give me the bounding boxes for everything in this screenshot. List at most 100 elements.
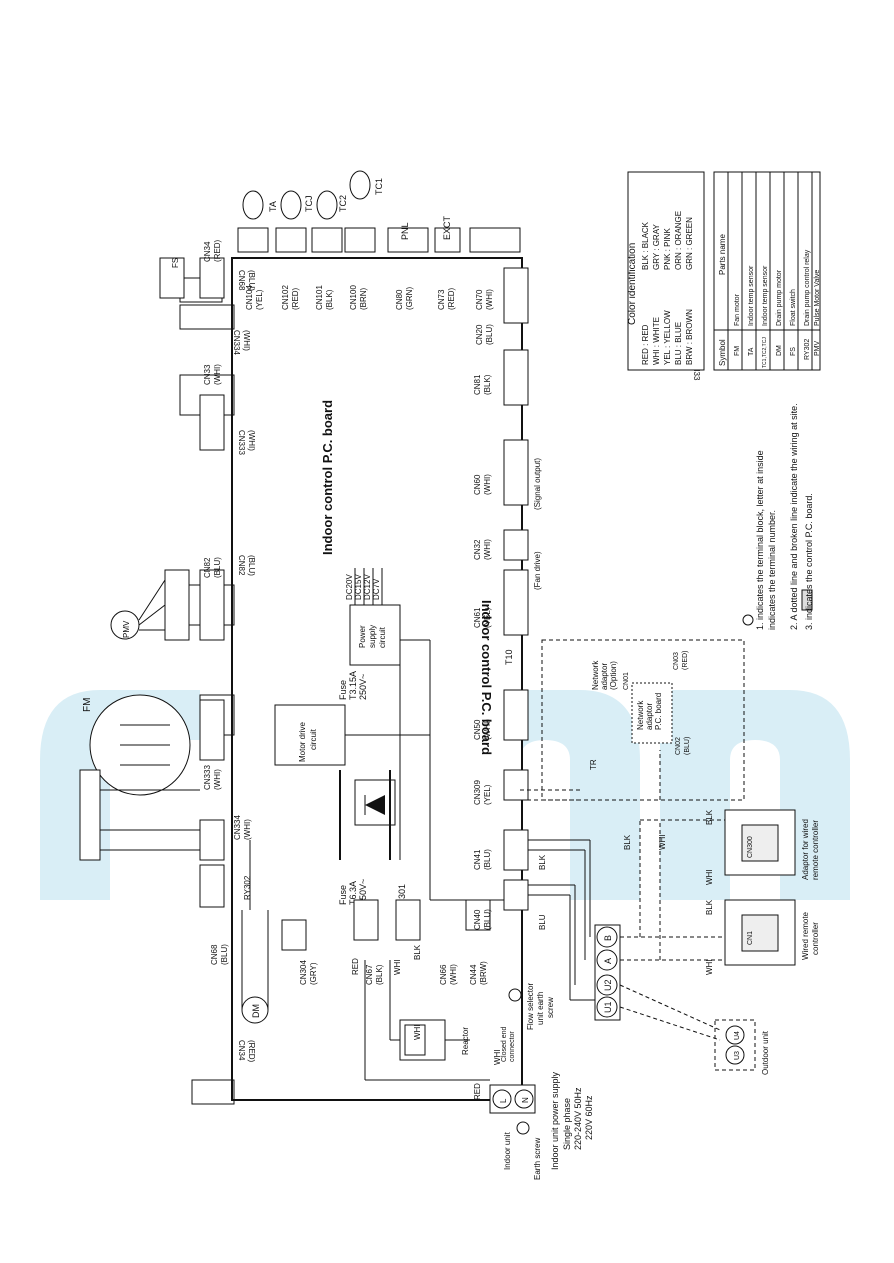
tb-n: N (521, 1097, 530, 1103)
note-1: 1. indicates the terminal block, letter … (755, 450, 765, 630)
cn44-clr: (BRW) (479, 961, 488, 985)
power-terminal (489, 1084, 536, 1114)
cn50-clr: (WHI) (483, 719, 492, 740)
network-pcb-1: Network (636, 700, 645, 730)
cn82-clr: (BLU) (213, 557, 222, 578)
ry302-label: RY302 (243, 875, 252, 900)
parts-sym-0: FM (734, 346, 741, 356)
cn01-label: CN01 (623, 672, 630, 690)
fm-label: FM (82, 698, 93, 712)
fan-motor (79, 694, 191, 861)
color-left-1: WHI : WHITE (652, 317, 661, 365)
cn33-label: CN33 (692, 360, 701, 381)
board-title: Indoor control P.C. board (479, 600, 494, 755)
cn70-name: CN70 (475, 289, 484, 310)
fuse2-voltage: 250V~ (358, 674, 368, 700)
whi-label-3: WHI (705, 869, 714, 885)
motor-drive-label: Motor drive (298, 721, 307, 762)
cn309-clr: (YEL) (483, 784, 492, 805)
tc2-label: TC2 (338, 195, 348, 212)
dc12v: DC12V (363, 574, 372, 600)
cn34-label: CN34 (237, 1040, 246, 1061)
reactor-label: Reactor (461, 1027, 470, 1055)
cn102-clr: (RED) (291, 287, 300, 310)
cn82-color: (BLU) (247, 555, 256, 576)
network-label: Network (591, 660, 600, 690)
power-supply-3: 220-240V 50Hz (573, 1087, 583, 1150)
cn02-clr: (BLU) (684, 737, 691, 755)
cn34-color: (RED) (247, 1040, 256, 1063)
parts-sym-2: TC1,TC2,TCJ (762, 337, 768, 368)
color-identification-box (627, 171, 705, 371)
cn334-clr: (WHI) (243, 819, 252, 840)
cn68-name: CN68 (210, 944, 219, 965)
color-left-2: YEL : YELLOW (663, 310, 672, 365)
cn32-clr: (WHI) (483, 539, 492, 560)
cn68-clr: (BLU) (220, 944, 229, 965)
adaptor-rc-label: Adaptor for wired (801, 819, 810, 880)
red-label-2: RED (473, 1083, 482, 1100)
parts-name-2: Indoor temp sensor (762, 265, 769, 326)
cn304-clr: (GRY) (309, 962, 318, 985)
cn82-name: CN82 (203, 557, 212, 578)
connector-label: connector (509, 1031, 516, 1062)
parts-name-5: Drain pump control relay (804, 249, 811, 326)
parts-sym-3: DM (776, 345, 783, 356)
power-supply-box (349, 604, 401, 666)
fs-label: FS (171, 258, 180, 268)
cn81-name: CN81 (473, 374, 482, 395)
parts-header-name: Parts name (718, 234, 727, 275)
flow-earth-icon (508, 988, 522, 1002)
t10-label: T10 (504, 649, 514, 665)
cn334-label: CN334 (232, 330, 241, 355)
cn32-name: CN32 (473, 539, 482, 560)
color-right-1: GRY : GRAY (652, 224, 661, 270)
tc1-label: TC1 (374, 178, 384, 195)
terminal-block-main (594, 924, 621, 1021)
cn41-clr: (BLU) (483, 849, 492, 870)
cn73-name: CN73 (437, 289, 446, 310)
cn104-clr: (YEL) (255, 289, 264, 310)
tb-b: B (603, 935, 613, 941)
cn1-label: CN1 (747, 931, 754, 945)
tb-u2: U2 (603, 979, 613, 991)
exct-label: EXCT (442, 215, 452, 240)
cn334-name: CN334 (233, 815, 242, 840)
parts-name-0: Fan motor (734, 293, 741, 326)
network-adaptor-option (541, 639, 745, 801)
adaptor-label: adaptor (600, 663, 609, 690)
cn60-clr: (WHI) (483, 474, 492, 495)
parts-name-4: Float switch (790, 289, 797, 326)
fuse2-label: Fuse (338, 680, 348, 700)
color-id-title: Color identification (627, 243, 638, 325)
dc20v: DC20V (345, 574, 354, 600)
signal-wires (528, 839, 595, 1001)
cn60-name: CN60 (473, 474, 482, 495)
note-3: 3. indicates the control P.C. board. (804, 493, 814, 630)
note-2: 2. A dotted line and broken line indicat… (789, 403, 799, 630)
cn70-clr: (WHI) (485, 289, 494, 310)
cn82-label: CN82 (237, 555, 246, 576)
tb-l: L (499, 1098, 508, 1103)
power-supply-4: 220V 60Hz (584, 1095, 594, 1140)
blk-label-3: BLK (705, 899, 714, 915)
fuse1-voltage: 250V~ (358, 879, 368, 905)
cn44-name: CN44 (469, 964, 478, 985)
pnl-label: PNL (400, 222, 410, 240)
p301-label: P301 (397, 884, 407, 905)
dm-label: DM (251, 1004, 261, 1018)
color-left-0: RED : RED (641, 324, 650, 365)
cn300-label: CN300 (747, 836, 754, 858)
cn333-name: CN333 (203, 765, 212, 790)
wired-rc-label2: controller (811, 922, 820, 955)
pmv-label: PMV (122, 620, 131, 638)
whi-label-6: WHI (413, 1024, 422, 1040)
connector-blocks-left (199, 257, 225, 908)
cn61-clr: (YEL) (483, 607, 492, 628)
cn68-color: (BLU) (247, 270, 256, 291)
terminal-block-symbol (742, 614, 754, 626)
fuse1-label: Fuse (338, 885, 348, 905)
cn66-clr: (WHI) (449, 964, 458, 985)
cn73-clr: (RED) (447, 287, 456, 310)
